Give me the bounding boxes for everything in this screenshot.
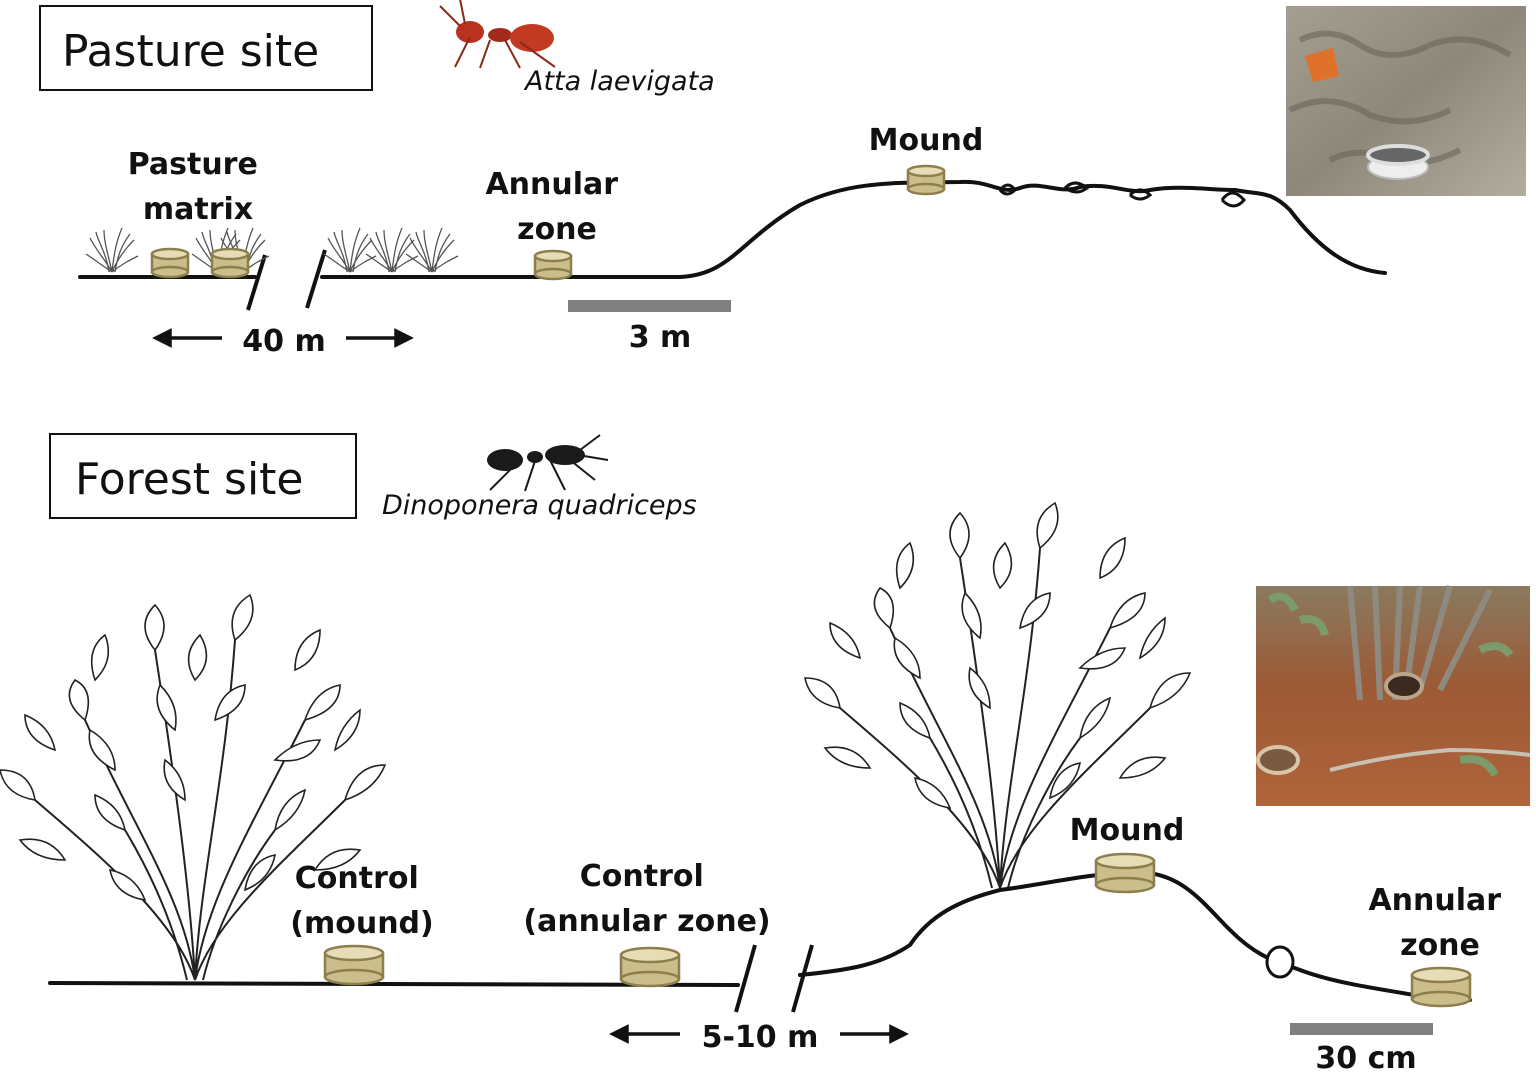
pasture-photo [1286,6,1526,196]
label-pasture-mound: Mound [869,123,984,158]
label-control-mound: Control (mound) [290,861,433,941]
pasture-scale-label: 3 m [629,320,692,355]
label-pasture-annular-zone: Annular zone [485,167,628,247]
distance-arrow-forest [609,1024,909,1044]
trap-forest-annular [1410,966,1472,1008]
ant-icon-atta [439,0,556,69]
label-forest-mound: Mound [1070,813,1185,848]
forest-title: Forest site [75,454,304,505]
forest-break-marks [734,944,814,1013]
pasture-species: Atta laevigata [523,66,715,97]
label-pasture-matrix: Pasture matrix [128,147,269,227]
trap-pasture-mound [906,164,946,196]
forest-scale-bar [1290,1023,1433,1035]
pasture-title: Pasture site [62,26,319,77]
trap-pasture-matrix-2 [210,247,250,279]
forest-panel: Forest site Dinoponera quadriceps Contro… [0,433,1531,1075]
trap-forest-mound [1094,852,1156,894]
label-forest-annular-zone: Annular zone [1368,883,1511,963]
trap-control-annular [619,946,681,988]
forest-scale-label: 30 cm [1315,1041,1416,1075]
forest-photo [1256,585,1531,806]
pasture-panel: Pasture site Atta laevigata Pasture matr… [39,0,1526,359]
trap-pasture-matrix-1 [150,247,190,279]
forest-title-box [49,433,357,519]
forest-species: Dinoponera quadriceps [382,490,697,521]
forest-distance: 5-10 m [702,1020,819,1055]
pasture-scale-bar [568,300,731,312]
pasture-title-box [39,5,373,91]
distance-arrow-pasture [152,328,414,348]
pasture-distance: 40 m [242,324,325,359]
trap-pasture-annular [533,249,573,281]
pasture-break-marks [246,249,327,311]
forest-ground-left [48,981,740,987]
ant-icon-dinoponera [487,434,609,492]
nest-entrance [1265,945,1295,979]
trap-control-mound [323,944,385,986]
label-control-annular-zone: Control (annular zone) [523,859,770,939]
